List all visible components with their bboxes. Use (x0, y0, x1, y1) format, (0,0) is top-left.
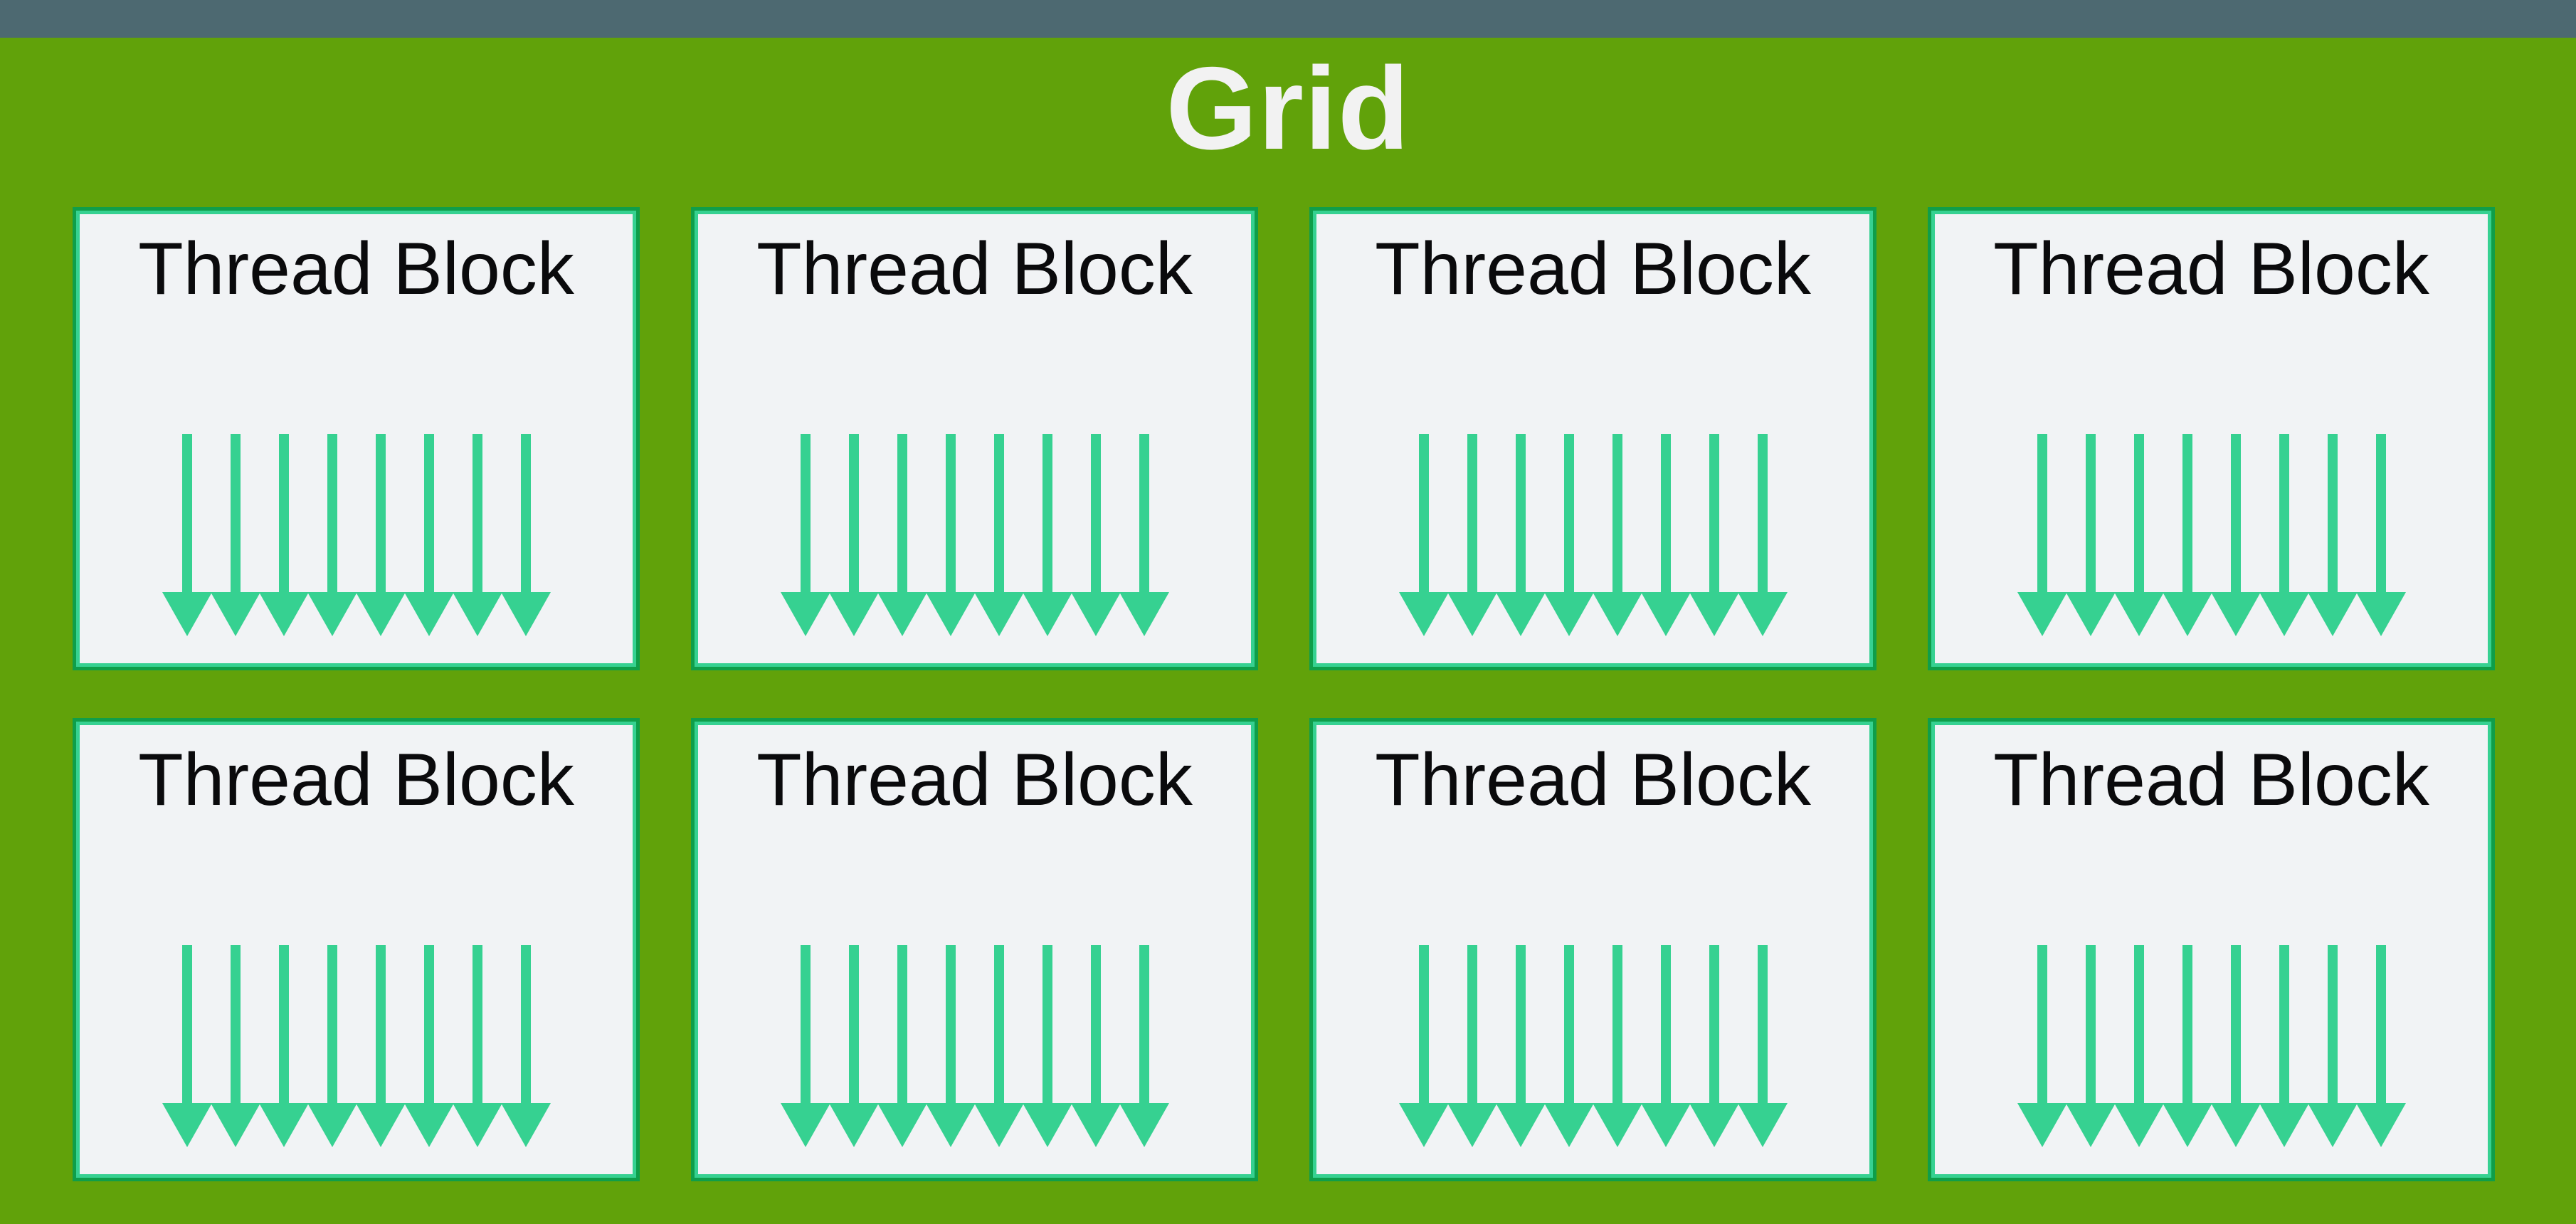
thread-arrow-down-icon (1592, 434, 1642, 636)
thread-arrow-down-icon (307, 945, 357, 1147)
thread-arrows (1313, 945, 1873, 1147)
thread-block: Thread Block (691, 207, 1258, 670)
thread-arrows (695, 434, 1255, 636)
thread-arrows (76, 434, 636, 636)
thread-arrows (76, 945, 636, 1147)
thread-arrow-down-icon (2355, 945, 2406, 1147)
thread-block-label: Thread Block (1993, 228, 2429, 310)
thread-arrow-down-icon (2162, 434, 2212, 636)
thread-arrow-down-icon (1447, 945, 1497, 1147)
thread-arrow-down-icon (210, 434, 260, 636)
thread-block-label: Thread Block (756, 739, 1193, 821)
thread-block-label: Thread Block (1993, 739, 2429, 821)
thread-arrow-down-icon (2065, 434, 2116, 636)
thread-arrow-down-icon (1592, 945, 1642, 1147)
thread-arrow-down-icon (500, 434, 551, 636)
thread-arrow-down-icon (925, 945, 976, 1147)
thread-block-label: Thread Block (756, 228, 1193, 310)
thread-arrows (1313, 434, 1873, 636)
thread-arrow-down-icon (258, 945, 309, 1147)
thread-arrow-down-icon (973, 945, 1024, 1147)
thread-arrow-down-icon (1119, 434, 1169, 636)
thread-arrow-down-icon (2355, 434, 2406, 636)
thread-arrow-down-icon (403, 434, 454, 636)
thread-arrow-down-icon (1070, 945, 1121, 1147)
thread-arrow-down-icon (162, 434, 212, 636)
thread-arrow-down-icon (1022, 945, 1072, 1147)
thread-arrow-down-icon (210, 945, 260, 1147)
thread-arrow-down-icon (1398, 945, 1449, 1147)
thread-arrow-down-icon (1495, 945, 1546, 1147)
thread-arrow-down-icon (2017, 945, 2067, 1147)
thread-block: Thread Block (1309, 207, 1876, 670)
thread-arrow-down-icon (780, 434, 830, 636)
thread-arrow-down-icon (1119, 945, 1169, 1147)
thread-arrow-down-icon (355, 945, 406, 1147)
thread-arrows (1931, 434, 2491, 636)
thread-arrow-down-icon (2113, 945, 2164, 1147)
thread-arrow-down-icon (828, 945, 879, 1147)
thread-arrow-down-icon (2162, 945, 2212, 1147)
thread-arrow-down-icon (1640, 434, 1691, 636)
thread-arrow-down-icon (828, 434, 879, 636)
thread-block: Thread Block (73, 207, 640, 670)
thread-block: Thread Block (1928, 207, 2495, 670)
grid-blocks: Thread Block Thread Block Thread Block T… (73, 207, 2495, 1181)
thread-arrow-down-icon (1022, 434, 1072, 636)
thread-arrow-down-icon (2017, 434, 2067, 636)
thread-arrow-down-icon (258, 434, 309, 636)
thread-arrow-down-icon (452, 945, 502, 1147)
thread-arrow-down-icon (1689, 434, 1739, 636)
thread-arrow-down-icon (1737, 945, 1788, 1147)
thread-block: Thread Block (1928, 718, 2495, 1181)
thread-arrow-down-icon (1543, 945, 1594, 1147)
thread-arrows (695, 945, 1255, 1147)
thread-arrow-down-icon (452, 434, 502, 636)
thread-arrow-down-icon (973, 434, 1024, 636)
thread-arrow-down-icon (1543, 434, 1594, 636)
thread-arrow-down-icon (780, 945, 830, 1147)
thread-arrow-down-icon (1070, 434, 1121, 636)
thread-block-label: Thread Block (138, 228, 574, 310)
thread-arrow-down-icon (355, 434, 406, 636)
thread-arrow-down-icon (2307, 945, 2358, 1147)
thread-arrow-down-icon (2307, 434, 2358, 636)
thread-arrow-down-icon (500, 945, 551, 1147)
thread-arrow-down-icon (2113, 434, 2164, 636)
thread-arrow-down-icon (2259, 434, 2309, 636)
thread-block-label: Thread Block (1375, 739, 1811, 821)
thread-arrow-down-icon (877, 434, 927, 636)
thread-block: Thread Block (73, 718, 640, 1181)
thread-arrow-down-icon (1737, 434, 1788, 636)
thread-arrows (1931, 945, 2491, 1147)
thread-block-label: Thread Block (1375, 228, 1811, 310)
thread-block-label: Thread Block (138, 739, 574, 821)
thread-arrow-down-icon (403, 945, 454, 1147)
thread-arrow-down-icon (2259, 945, 2309, 1147)
thread-arrow-down-icon (1689, 945, 1739, 1147)
thread-arrow-down-icon (1495, 434, 1546, 636)
thread-arrow-down-icon (307, 434, 357, 636)
thread-arrow-down-icon (877, 945, 927, 1147)
top-bar (0, 0, 2576, 38)
thread-block: Thread Block (691, 718, 1258, 1181)
thread-arrow-down-icon (1447, 434, 1497, 636)
thread-arrow-down-icon (2210, 434, 2261, 636)
thread-arrow-down-icon (1640, 945, 1691, 1147)
thread-arrow-down-icon (925, 434, 976, 636)
thread-block: Thread Block (1309, 718, 1876, 1181)
thread-arrow-down-icon (162, 945, 212, 1147)
thread-arrow-down-icon (1398, 434, 1449, 636)
thread-arrow-down-icon (2065, 945, 2116, 1147)
grid-title: Grid (0, 38, 2576, 207)
thread-arrow-down-icon (2210, 945, 2261, 1147)
grid-title-text: Grid (1166, 42, 1410, 174)
